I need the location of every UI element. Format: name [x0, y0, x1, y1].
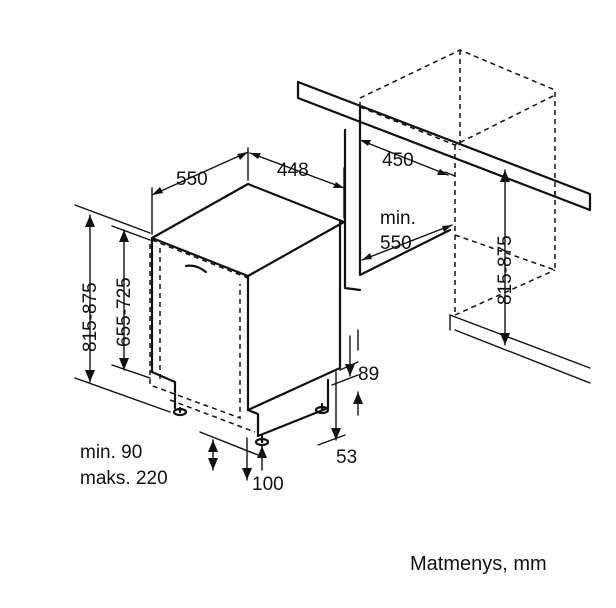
plinth-53-dimension: [317, 371, 346, 446]
plinth-min-max-dimension: [199, 431, 259, 471]
label-plinth-max: maks. 220: [80, 468, 168, 489]
label-niche-height: 815-875: [495, 235, 516, 305]
label-niche-min-value: 550: [380, 233, 412, 254]
label-height-total: 815-875: [80, 282, 101, 352]
units-caption: Matmenys, mm: [410, 553, 547, 575]
label-plinth-53: 53: [336, 447, 357, 468]
label-plinth-89: 89: [358, 364, 379, 385]
label-depth-550: 550: [176, 169, 208, 190]
label-height-body: 655-725: [114, 277, 135, 347]
width-dimension-448: [249, 152, 345, 219]
height-total-dimension: [74, 204, 171, 413]
depth-dimension-550: [151, 147, 249, 235]
label-width-448: 448: [277, 160, 309, 181]
height-body-dimension: [111, 225, 151, 379]
label-niche-min: min.: [380, 208, 416, 229]
plinth-100-dimension: [242, 437, 267, 481]
niche-min-depth-dimension: [361, 224, 453, 261]
countertop: [296, 80, 592, 212]
niche-height-dimension: [500, 169, 510, 346]
label-plinth-min: min. 90: [80, 442, 142, 463]
dishwasher-body: [149, 182, 346, 447]
niche-depth-dimension: [359, 139, 456, 177]
label-plinth-100: 100: [252, 474, 284, 495]
label-niche-depth-450: 450: [382, 150, 414, 171]
